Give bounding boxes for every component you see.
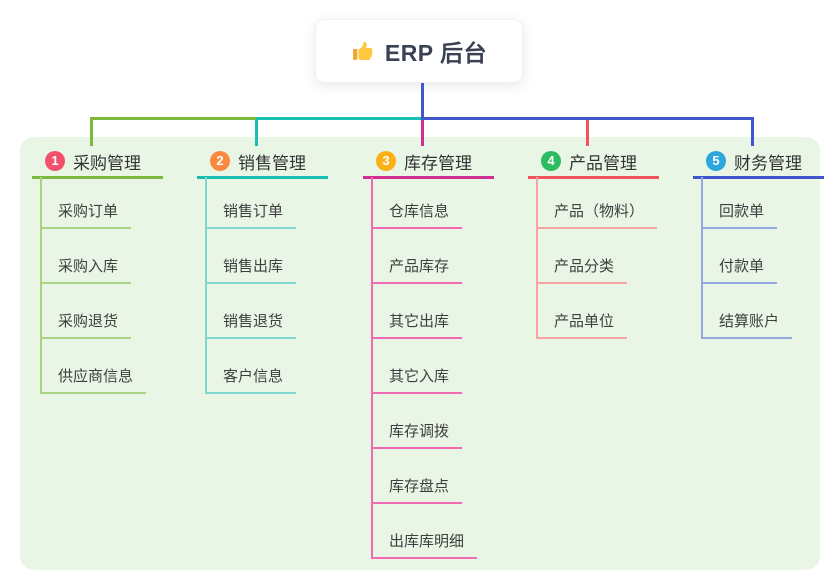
connector-drop-line — [254, 117, 258, 146]
item-node[interactable]: 销售出库 — [207, 229, 297, 284]
item-node-label: 库存盘点 — [389, 478, 450, 495]
item-node[interactable]: 采购入库 — [42, 229, 132, 284]
item-node-label: 销售退货 — [223, 313, 284, 330]
item-node[interactable]: 产品库存 — [373, 229, 463, 284]
item-node-label: 其它入库 — [389, 368, 450, 385]
branch-node-label: 产品管理 — [569, 153, 637, 173]
connector-drop-line — [585, 120, 589, 146]
item-node-label: 出库库明细 — [389, 533, 465, 550]
branch-items-group: 产品（物料） 产品分类产品单位 — [536, 177, 658, 339]
connector-drop-line — [750, 117, 754, 146]
connector-horizontal-segment — [256, 117, 422, 120]
item-node[interactable]: 采购退货 — [42, 284, 132, 339]
item-node[interactable]: 付款单 — [703, 229, 778, 284]
connector-horizontal-segment — [422, 117, 754, 120]
item-node[interactable]: 销售退货 — [207, 284, 297, 339]
branch-number-badge: 5 — [706, 151, 726, 171]
item-node-label: 销售订单 — [223, 203, 284, 220]
thumbs-up-icon — [351, 39, 376, 64]
item-node-label: 回款单 — [719, 203, 765, 220]
item-node-label: 结算账户 — [719, 313, 780, 330]
branch-node-label: 库存管理 — [404, 153, 472, 173]
item-node-label: 供应商信息 — [58, 368, 134, 385]
connector-drop-line — [420, 117, 424, 146]
branch-items-group: 销售订单销售出库销售退货客户信息 — [205, 177, 297, 394]
branch-node-5[interactable]: 5 财务管理 — [693, 146, 824, 179]
branch-items-group: 仓库信息产品库存其它出库其它入库库存调拨库存盘点出库库明细 — [371, 177, 478, 559]
item-node-label: 库存调拨 — [389, 423, 450, 440]
item-node[interactable]: 库存盘点 — [373, 449, 463, 504]
item-node-label: 采购退货 — [58, 313, 119, 330]
item-node[interactable]: 产品（物料） — [538, 177, 658, 229]
item-node-label: 付款单 — [719, 258, 765, 275]
item-node[interactable]: 供应商信息 — [42, 339, 147, 394]
branch-node-2[interactable]: 2 销售管理 — [197, 146, 328, 179]
branch-number-badge: 2 — [210, 151, 230, 171]
root-node[interactable]: ERP 后台 — [315, 19, 523, 83]
branches-panel — [20, 137, 820, 570]
item-node[interactable]: 销售订单 — [207, 177, 297, 229]
item-node[interactable]: 结算账户 — [703, 284, 793, 339]
branch-number-badge: 3 — [376, 151, 396, 171]
item-node-label: 采购入库 — [58, 258, 119, 275]
item-node[interactable]: 出库库明细 — [373, 504, 478, 559]
branch-node-4[interactable]: 4 产品管理 — [528, 146, 659, 179]
item-node-label: 产品分类 — [554, 258, 615, 275]
item-node[interactable]: 产品单位 — [538, 284, 628, 339]
branch-items-group: 回款单付款单结算账户 — [701, 177, 793, 339]
item-node-label: 客户信息 — [223, 368, 284, 385]
item-node[interactable]: 其它出库 — [373, 284, 463, 339]
connector-drop-line — [89, 117, 93, 146]
item-node-label: 其它出库 — [389, 313, 450, 330]
branch-node-label: 财务管理 — [734, 153, 802, 173]
item-node[interactable]: 产品分类 — [538, 229, 628, 284]
branch-items-group: 采购订单采购入库采购退货供应商信息 — [40, 177, 147, 394]
item-node[interactable]: 其它入库 — [373, 339, 463, 394]
item-node[interactable]: 客户信息 — [207, 339, 297, 394]
item-node-label: 产品库存 — [389, 258, 450, 275]
branch-node-3[interactable]: 3 库存管理 — [363, 146, 494, 179]
connector-horizontal-segment — [91, 117, 256, 120]
root-connector-line — [420, 83, 424, 120]
item-node[interactable]: 采购订单 — [42, 177, 132, 229]
item-node[interactable]: 仓库信息 — [373, 177, 463, 229]
branch-node-label: 采购管理 — [73, 153, 141, 173]
item-node-label: 产品单位 — [554, 313, 615, 330]
branch-number-badge: 4 — [541, 151, 561, 171]
item-node-label: 销售出库 — [223, 258, 284, 275]
root-node-label: ERP 后台 — [384, 40, 488, 66]
item-node[interactable]: 回款单 — [703, 177, 778, 229]
item-node-label: 采购订单 — [58, 203, 119, 220]
item-node-label: 产品（物料） — [554, 203, 645, 220]
item-node[interactable]: 库存调拨 — [373, 394, 463, 449]
branch-number-badge: 1 — [45, 151, 65, 171]
branch-node-label: 销售管理 — [238, 153, 306, 173]
branch-node-1[interactable]: 1 采购管理 — [32, 146, 163, 179]
item-node-label: 仓库信息 — [389, 203, 450, 220]
